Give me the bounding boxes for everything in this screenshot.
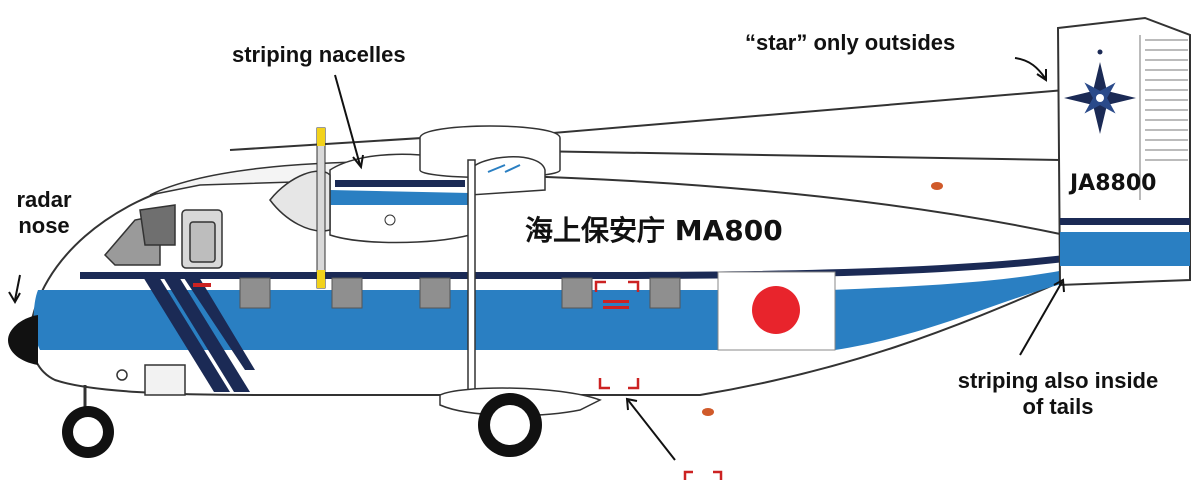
label-striping-tails: striping also inside of tails (922, 368, 1194, 420)
fuselage (28, 173, 1066, 396)
wing-top-pod (419, 125, 561, 196)
radar-nose-cone (8, 315, 38, 365)
blue-aft-stripe (830, 270, 1065, 350)
fuselage-title: 海上保安庁 MA800 (525, 214, 783, 247)
label-striping-tails-line2: of tails (1022, 394, 1094, 419)
label-radar-nose-line2: nose (18, 213, 70, 238)
diagonal-stripes (140, 272, 255, 392)
lower-fuselage-details (116, 364, 186, 396)
propeller (316, 127, 326, 289)
compass-star-icon (1064, 49, 1136, 134)
label-striping-tails-line1: striping also inside (957, 368, 1159, 393)
nose-landing-gear (62, 385, 114, 458)
main-landing-gear (439, 159, 602, 457)
tail-navy-stripe (1060, 218, 1190, 225)
tail-registration: JA8800 (1068, 171, 1156, 196)
label-radar-nose: radar nose (4, 187, 84, 239)
engine-nacelle (269, 153, 471, 244)
blue-main-stripe (33, 290, 720, 350)
emergency-hatch-markers (594, 280, 723, 480)
label-striping-nacelles: striping nacelles (232, 42, 406, 67)
nav-lights (702, 182, 943, 416)
label-radar-nose-line1: radar (16, 187, 72, 212)
tail-blue-stripe (1060, 232, 1190, 266)
callout-arrows (8, 57, 1065, 461)
cabin-windows (239, 277, 681, 309)
emergency-text (193, 283, 629, 309)
cockpit-windows (103, 204, 223, 269)
hinomaru-icon (717, 271, 836, 351)
label-star-only-outsides: “star” only outsides (745, 30, 956, 55)
tail-rudder-hatching (1139, 35, 1188, 200)
